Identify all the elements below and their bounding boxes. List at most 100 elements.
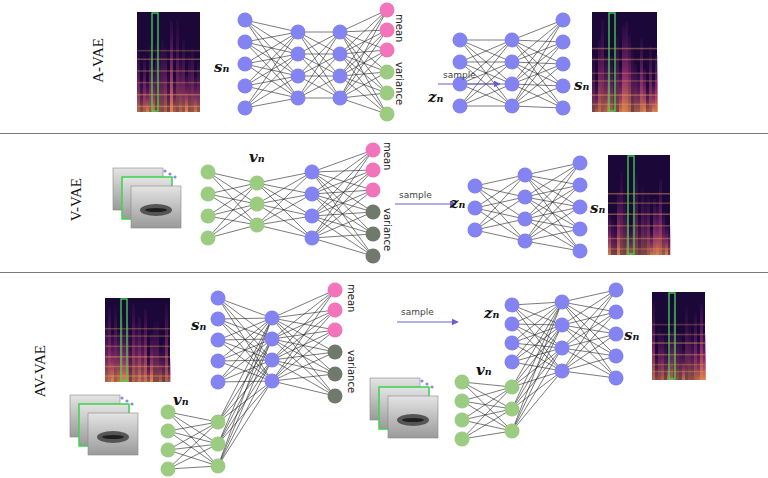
harmonic-band — [652, 324, 705, 326]
weight-line — [218, 340, 272, 381]
harmonic-band — [608, 202, 670, 204]
vector-symbol: zₙ — [484, 304, 499, 322]
lip-frame — [88, 413, 138, 455]
harmonic-band — [592, 104, 657, 106]
weight-line — [475, 208, 525, 241]
weight-line — [312, 150, 373, 216]
output-label: variance — [394, 62, 405, 105]
neuron — [380, 43, 395, 58]
sample-label: sample — [443, 70, 476, 80]
spectrogram-column — [150, 334, 153, 382]
harmonic-band — [105, 375, 170, 377]
weight-line — [272, 318, 335, 330]
harmonic-band — [105, 366, 170, 368]
weight-line — [245, 20, 298, 76]
weight-line — [312, 234, 373, 238]
neuron — [505, 99, 520, 114]
weight-line — [462, 420, 512, 431]
neuron — [455, 432, 470, 447]
weight-line — [272, 290, 335, 381]
weight-line — [340, 30, 387, 98]
weight-line — [218, 318, 272, 466]
weight-line — [272, 352, 335, 360]
vector-symbol: sₙ — [191, 316, 206, 334]
spectrogram-column — [646, 87, 649, 112]
spectrogram-column — [640, 39, 643, 112]
neuron — [573, 222, 588, 237]
neuron — [328, 367, 343, 382]
weight-line — [272, 310, 335, 318]
panel-band: AV-VAE — [0, 273, 768, 478]
neuron — [555, 318, 570, 333]
weight-line — [562, 290, 616, 302]
spectrogram-column — [644, 202, 647, 255]
weight-line — [218, 381, 272, 466]
neuron — [366, 183, 381, 198]
weight-line — [272, 330, 335, 381]
neuron — [305, 231, 320, 246]
spectrogram-column — [601, 20, 604, 112]
weight-line — [562, 312, 616, 325]
harmonic-band — [608, 238, 670, 240]
neuron — [573, 200, 588, 215]
neuron — [505, 33, 520, 48]
harmonic-band — [592, 80, 657, 82]
lips — [97, 431, 129, 443]
weight-line — [218, 298, 272, 339]
neuron — [505, 355, 520, 370]
neuron — [518, 212, 533, 227]
neuron — [505, 380, 520, 395]
spectrogram-column — [153, 322, 156, 382]
spectrogram-column — [146, 82, 149, 112]
neuron — [291, 69, 306, 84]
spectrogram-column — [135, 323, 138, 382]
sample-label: sample — [401, 307, 434, 317]
output-label: mean — [394, 14, 405, 42]
lips — [397, 414, 429, 426]
harmonic-band — [137, 70, 200, 72]
weight-line — [312, 190, 373, 238]
panel-title: V-VAE — [68, 178, 85, 221]
neuron — [161, 424, 176, 439]
vector-symbol: vₙ — [476, 361, 492, 379]
neuron — [201, 231, 216, 246]
neuron — [250, 176, 265, 191]
sequence-dot — [125, 399, 128, 402]
weight-line — [525, 229, 580, 241]
weight-line — [312, 238, 373, 256]
spectrogram-column — [625, 22, 628, 112]
spectrogram — [652, 292, 705, 380]
spectrogram-column — [170, 21, 173, 112]
neuron — [453, 33, 468, 48]
neuron — [380, 107, 395, 122]
weight-line — [475, 175, 525, 186]
output-label: variance — [346, 350, 357, 393]
spectrogram-column — [655, 55, 658, 112]
neuron — [333, 91, 348, 106]
harmonic-band — [592, 59, 657, 61]
weight-line — [525, 175, 580, 251]
neuron — [211, 459, 226, 474]
frame-highlight — [669, 293, 675, 379]
weight-line — [298, 32, 340, 98]
spectrogram-column — [697, 344, 700, 380]
sample-arrow — [395, 204, 456, 205]
sequence-dot — [425, 382, 428, 385]
weight-line — [245, 20, 298, 32]
weight-line — [208, 172, 257, 183]
spectrogram-column — [617, 192, 620, 255]
spectrogram-column — [631, 48, 634, 112]
weight-line — [218, 298, 272, 360]
sequence-dot — [168, 172, 171, 175]
spectrogram-column — [108, 308, 111, 382]
spectrogram-column — [595, 84, 598, 112]
weight-line — [562, 302, 616, 356]
weight-line — [218, 339, 272, 466]
weight-line — [257, 194, 312, 204]
weight-line — [298, 32, 340, 98]
spectrogram-column — [165, 305, 168, 382]
weight-line — [312, 170, 373, 216]
weight-line — [475, 186, 525, 241]
weight-line — [512, 42, 563, 106]
weight-line — [512, 371, 562, 431]
